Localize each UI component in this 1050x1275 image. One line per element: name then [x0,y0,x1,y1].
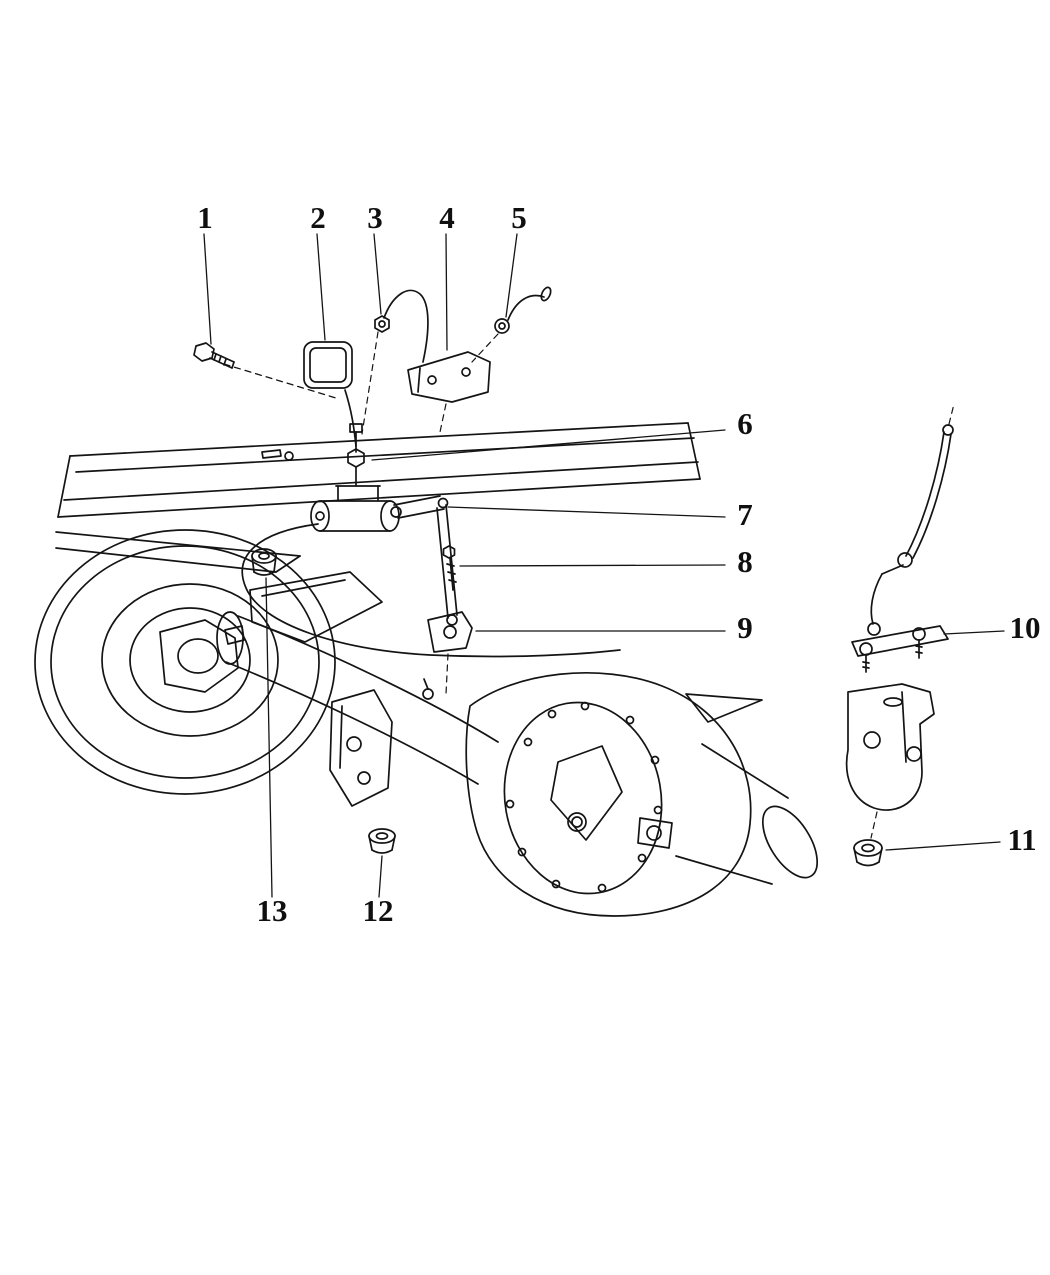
bolt-item-1 [193,342,235,369]
callout-3: 3 [367,200,383,235]
spring-plate [249,548,383,643]
stud-item-8 [442,545,457,591]
sensor-assembly-right [845,403,955,867]
valve-lever [390,495,449,519]
callout-1: 1 [197,200,213,235]
clip-item-2 [303,341,357,447]
bracket-item-4 [407,351,491,433]
hose-sweep [241,523,621,658]
frame-rail [55,422,701,573]
shock-bracket [329,689,393,807]
wheel-tire [34,529,336,795]
callout-6: 6 [737,406,753,441]
callout-13: 13 [256,893,288,928]
valve-body [310,485,400,532]
link-rod-item-7 [436,504,458,626]
callout-12: 12 [362,893,394,928]
leader-lines [203,233,1005,898]
callout-4: 4 [439,200,455,235]
callout-10: 10 [1009,610,1041,645]
callout-11: 11 [1007,822,1037,857]
callout-8: 8 [737,544,753,579]
flange-nut-item-12 [368,828,396,854]
callout-7: 7 [737,497,753,532]
callout-2: 2 [310,200,326,235]
flange-nut-item-11 [853,839,883,867]
tube-nut-item-3 [361,289,429,435]
callout-5: 5 [511,200,527,235]
tube-item-5 [471,286,552,363]
differential-housing [465,672,818,917]
bracket-item-9 [427,611,473,695]
valve-top-fitting [347,423,365,487]
callout-9: 9 [737,610,753,645]
height-sensing-valve-assembly [193,286,621,695]
